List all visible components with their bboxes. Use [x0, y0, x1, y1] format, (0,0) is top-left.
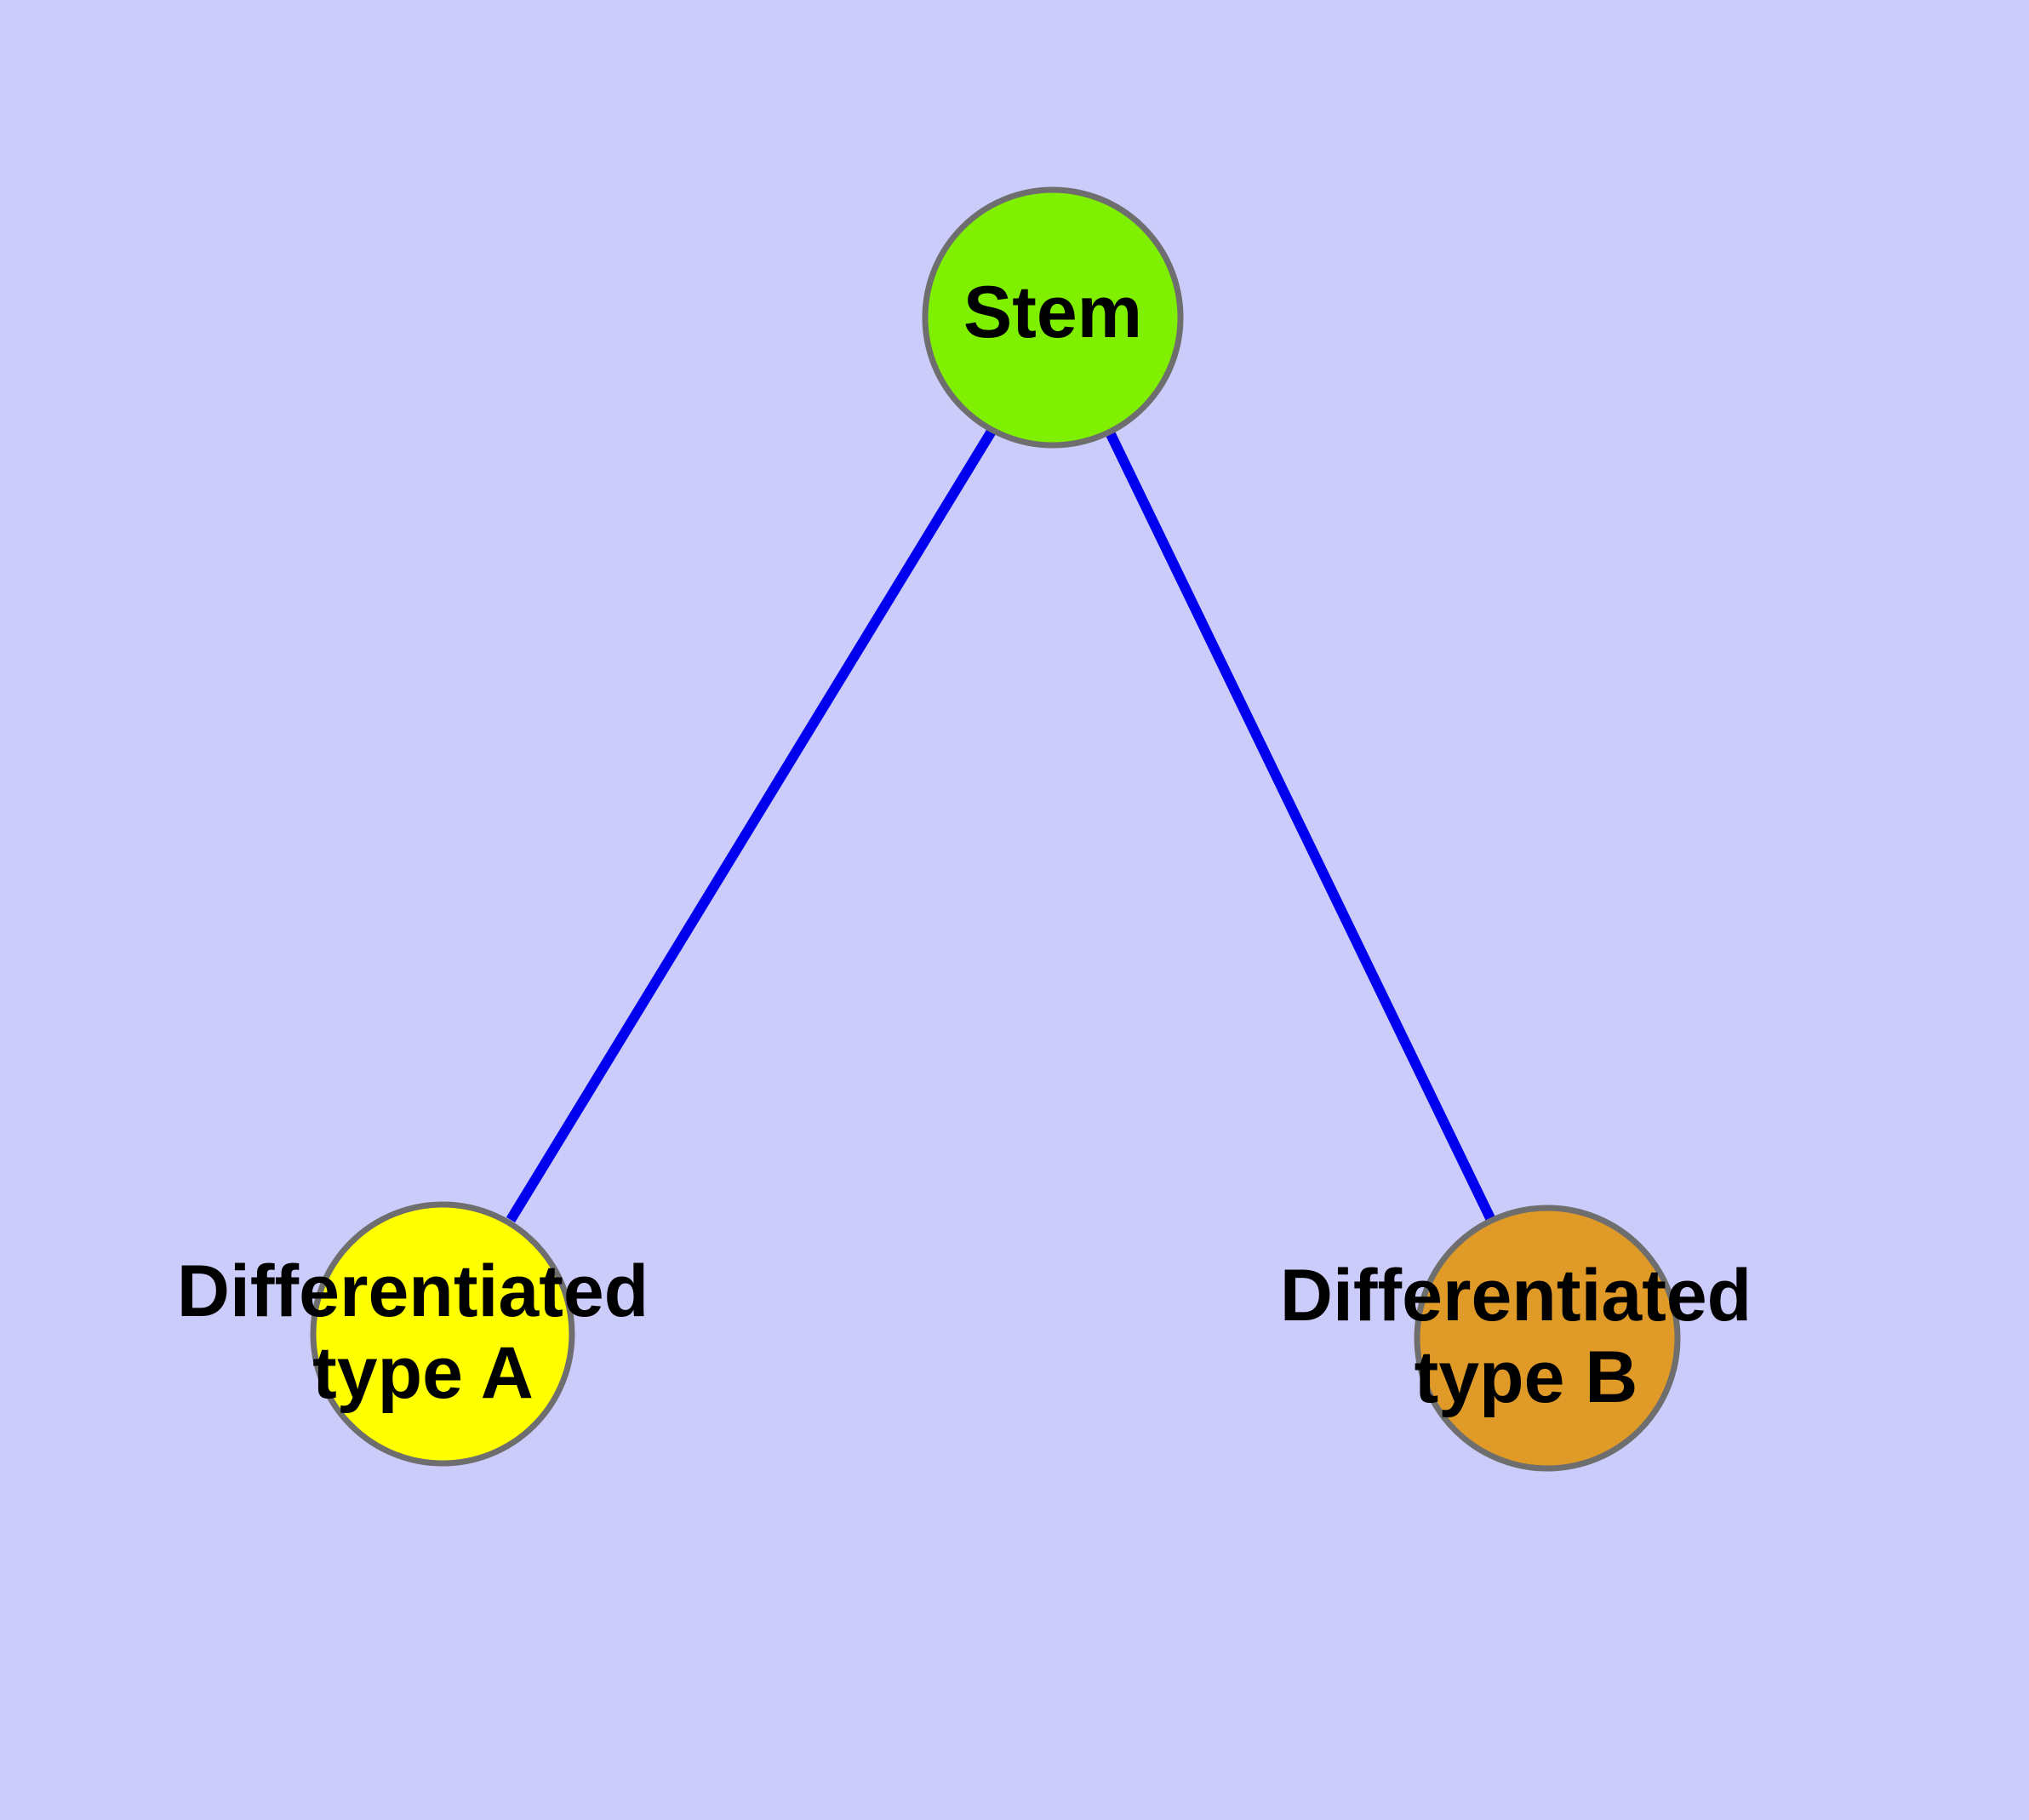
node-diff-b-circle[interactable] — [1414, 1205, 1681, 1472]
node-diff-a-circle[interactable] — [310, 1201, 575, 1467]
edge-stem-to-diff-a — [506, 426, 997, 1223]
node-diff-b-label: Differentiated type B — [1280, 1255, 1772, 1418]
node-layer: Stem Differentiated type A Differentiate… — [177, 186, 1772, 1472]
node-stem-label-line-1: Stem — [963, 272, 1142, 353]
node-diff-b-label-line-2: type B — [1415, 1336, 1638, 1418]
node-diff-b[interactable]: Differentiated type B — [1280, 1205, 1772, 1472]
node-stem[interactable]: Stem — [922, 186, 1184, 449]
node-diff-a-label-line-1: Differentiated — [177, 1251, 649, 1332]
edge-stem-to-diff-b — [1105, 430, 1495, 1221]
node-diff-a[interactable]: Differentiated type A — [177, 1201, 669, 1467]
node-diff-a-label-line-2: type A — [312, 1332, 534, 1414]
node-stem-label: Stem — [963, 272, 1142, 353]
node-diff-a-label: Differentiated type A — [177, 1251, 669, 1414]
node-stem-circle[interactable] — [922, 186, 1184, 449]
node-diff-b-label-line-1: Differentiated — [1280, 1255, 1752, 1336]
edge-layer — [506, 426, 1495, 1223]
